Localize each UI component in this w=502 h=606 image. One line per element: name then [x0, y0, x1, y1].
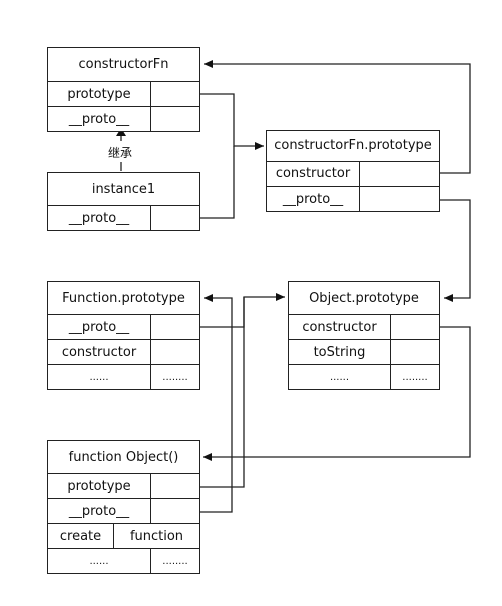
cfp-constructor-value: [359, 161, 440, 187]
function-prototype-constructor-key: constructor: [47, 339, 151, 365]
arrow-constructor-to-constructorFn: [204, 60, 471, 174]
arrow-fo-prototype-to-object-prototype: [200, 297, 245, 488]
object-prototype-title: Object.prototype: [288, 281, 440, 315]
constructorFn-proto-value: [150, 106, 200, 132]
function-object-more-key: ......: [47, 548, 151, 574]
arrow-fo-proto-to-function-prototype: [200, 294, 233, 513]
cfp-constructor-key: constructor: [266, 161, 360, 187]
constructorFn-prototype-value: [150, 81, 200, 107]
function-prototype-proto-value: [150, 314, 200, 340]
function-object-prototype-key: prototype: [47, 473, 151, 499]
constructorFn-prototype-key: prototype: [47, 81, 151, 107]
function-prototype-title: Function.prototype: [47, 281, 200, 315]
function-object-proto-value: [150, 498, 200, 524]
arrow-cfp-proto-to-object-prototype: [440, 199, 471, 302]
instance1-proto-value: [150, 205, 200, 231]
object-prototype-more-value: ........: [390, 364, 440, 390]
function-object-title: function Object(): [47, 440, 200, 474]
instance1-proto-key: __proto__: [47, 205, 151, 231]
object-prototype-tostring-value: [390, 339, 440, 365]
object-prototype-more-key: ......: [288, 364, 391, 390]
instance1-title: instance1: [47, 172, 200, 206]
function-object-prototype-value: [150, 473, 200, 499]
function-prototype-more-value: ........: [150, 364, 200, 390]
cfp-proto-value: [359, 186, 440, 212]
function-object-create-value: function: [113, 523, 200, 549]
arrow-object-constructor-to-function-object: [203, 326, 471, 461]
arrow-prototype-to-constructorFn-prototype: [200, 93, 264, 150]
cfp-proto-key: __proto__: [266, 186, 360, 212]
inherit-label: 继承: [108, 146, 133, 160]
constructorFn-prototype-title: constructorFn.prototype: [266, 130, 440, 162]
object-prototype-constructor-value: [390, 314, 440, 340]
arrow-function-proto-to-object-prototype: [200, 293, 285, 328]
function-prototype-constructor-value: [150, 339, 200, 365]
inherit-arrowhead: [116, 128, 126, 136]
object-prototype-tostring-key: toString: [288, 339, 391, 365]
function-object-proto-key: __proto__: [47, 498, 151, 524]
function-object-more-value: ........: [150, 548, 200, 574]
function-object-create-key: create: [47, 523, 114, 549]
object-prototype-constructor-key: constructor: [288, 314, 391, 340]
function-prototype-more-key: ......: [47, 364, 151, 390]
arrow-instance-proto: [200, 146, 235, 219]
function-prototype-proto-key: __proto__: [47, 314, 151, 340]
constructorFn-title: constructorFn: [47, 47, 200, 82]
constructorFn-proto-key: __proto__: [47, 106, 151, 132]
